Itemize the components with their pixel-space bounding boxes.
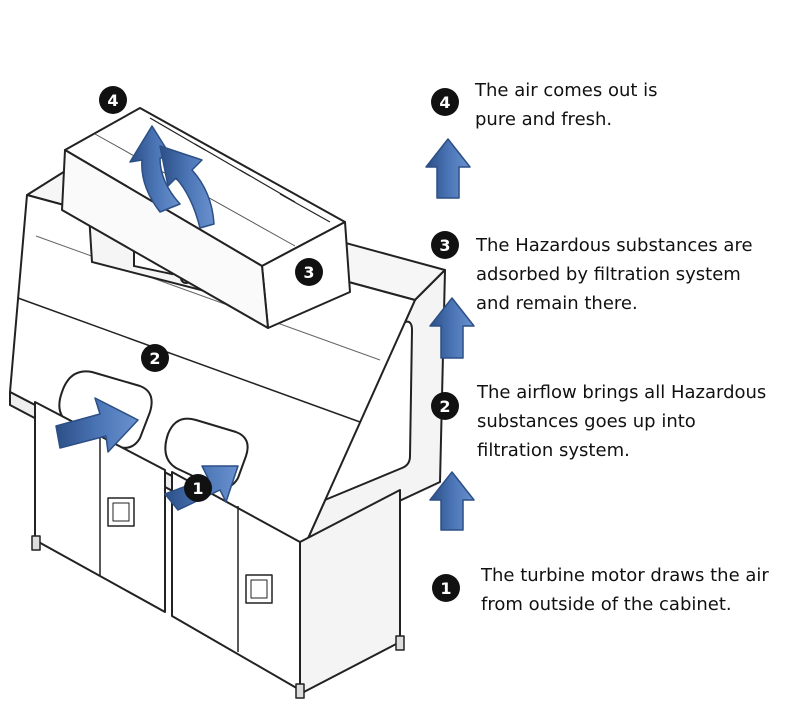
filter-box (61, 107, 351, 329)
illustration-badge: 4 (99, 86, 127, 114)
up-arrow-icon (429, 471, 475, 531)
legend-badge: 3 (431, 231, 459, 259)
exhaust-arrow-icon (159, 145, 215, 229)
front-panel-seam (17, 297, 361, 423)
step-4-description: The air comes out is pure and fresh. (475, 80, 658, 130)
upward-arrows (425, 138, 475, 531)
intake-arrow-icon (55, 397, 139, 453)
filter-left (61, 149, 269, 329)
badge-number: 3 (439, 236, 450, 255)
legend-badge: 2 (431, 392, 459, 420)
legend-badge: 4 (431, 88, 459, 116)
illustration-badge: 1 (184, 474, 212, 502)
badge-number: 2 (439, 397, 450, 416)
illustration-badge: 2 (141, 344, 169, 372)
up-arrow-icon (425, 138, 471, 199)
up-arrow-icon (429, 297, 475, 359)
badge-number: 1 (192, 479, 203, 498)
step-2-description: The airflow brings all Hazardous substan… (477, 382, 767, 461)
step-3-description: The Hazardous substances are adsorbed by… (476, 235, 753, 314)
badge-number: 4 (107, 91, 118, 110)
badge-number: 3 (303, 263, 314, 282)
badge-number: 2 (149, 349, 160, 368)
badge-number: 4 (439, 93, 450, 112)
badge-number: 1 (440, 579, 451, 598)
exhaust-arrows (129, 125, 215, 229)
step-1-description: The turbine motor draws the air from out… (481, 565, 769, 615)
exhaust-arrow-icon (129, 125, 181, 213)
legend-badge: 1 (432, 574, 460, 602)
illustration-badge: 3 (295, 258, 323, 286)
